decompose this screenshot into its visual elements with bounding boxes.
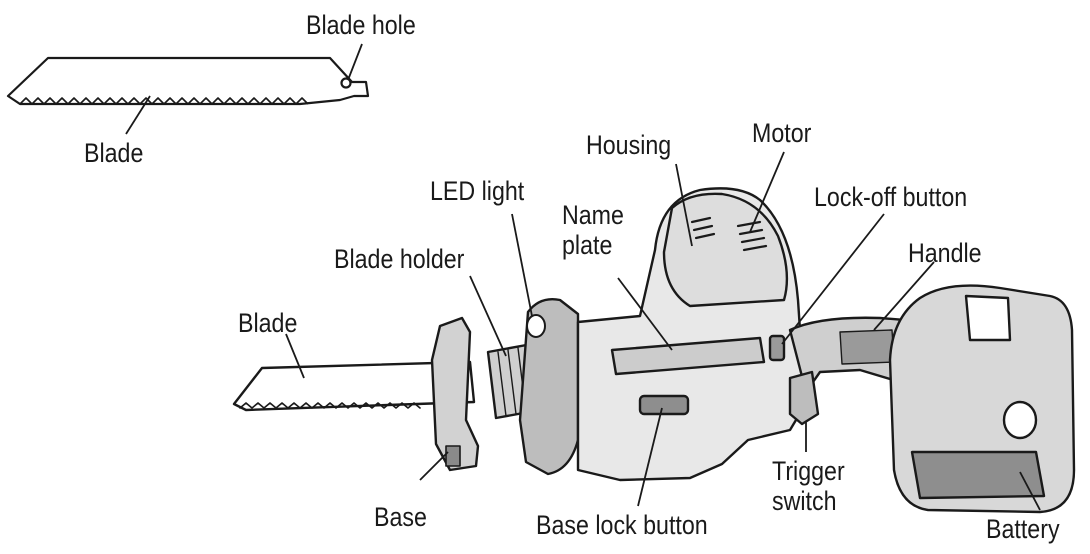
led-lens	[526, 314, 546, 338]
leader-handle	[873, 261, 935, 331]
label-housing: Housing	[586, 130, 672, 160]
label-base-lock-button: Base lock button	[536, 510, 708, 540]
name-plate	[610, 336, 766, 376]
label-battery: Battery	[986, 514, 1060, 544]
label-blade-hole: Blade hole	[306, 10, 416, 40]
loose-blade-body	[6, 56, 370, 106]
label-blade-loose: Blade	[84, 138, 144, 168]
base-slot	[445, 445, 461, 467]
label-name-plate-line2: plate	[562, 230, 613, 260]
label-trigger-switch: Trigger switch	[772, 456, 845, 516]
leader-base-lock	[637, 407, 663, 507]
trigger-shape	[788, 370, 820, 426]
leader-housing	[675, 163, 693, 247]
loose-blade	[6, 56, 370, 106]
leader-blade-holder	[469, 275, 507, 357]
label-handle: Handle	[908, 238, 982, 268]
mounted-blade	[232, 360, 476, 412]
label-name-plate: Name plate	[562, 200, 624, 260]
label-motor: Motor	[752, 118, 812, 148]
leader-lock-off	[781, 213, 885, 345]
leader-name-plate	[617, 277, 673, 351]
label-trigger-switch-line1: Trigger	[772, 456, 845, 486]
mounted-blade-teeth	[239, 402, 421, 409]
base-lock-button-shape	[638, 394, 690, 416]
leader-base	[419, 451, 449, 481]
leader-motor	[749, 151, 785, 233]
blade-hole-circle	[340, 77, 352, 89]
label-name-plate-line1: Name	[562, 200, 624, 230]
motor-vents	[690, 216, 768, 252]
label-blade-mounted: Blade	[238, 308, 298, 338]
leader-battery	[1019, 471, 1041, 511]
battery-latch	[964, 294, 1012, 342]
loose-blade-teeth	[19, 97, 309, 105]
label-base: Base	[374, 502, 427, 532]
battery-bottom-panel	[910, 450, 1046, 500]
lock-off-button-shape	[768, 334, 786, 362]
handle-texture	[839, 329, 895, 365]
saw-body	[232, 187, 1076, 514]
label-blade-holder: Blade holder	[334, 244, 465, 274]
battery-release	[1002, 400, 1038, 440]
leader-blade-hole	[347, 43, 363, 81]
leader-led	[511, 213, 533, 317]
label-trigger-switch-line2: switch	[772, 486, 837, 516]
leader-lines	[125, 43, 1041, 511]
label-led-light: LED light	[430, 176, 525, 206]
blade-holder-ribs	[497, 345, 535, 417]
leader-blade-loose	[125, 95, 151, 135]
leader-blade-mounted	[285, 333, 305, 379]
base-shoe	[430, 316, 480, 472]
label-lock-off-button: Lock-off button	[814, 182, 968, 212]
